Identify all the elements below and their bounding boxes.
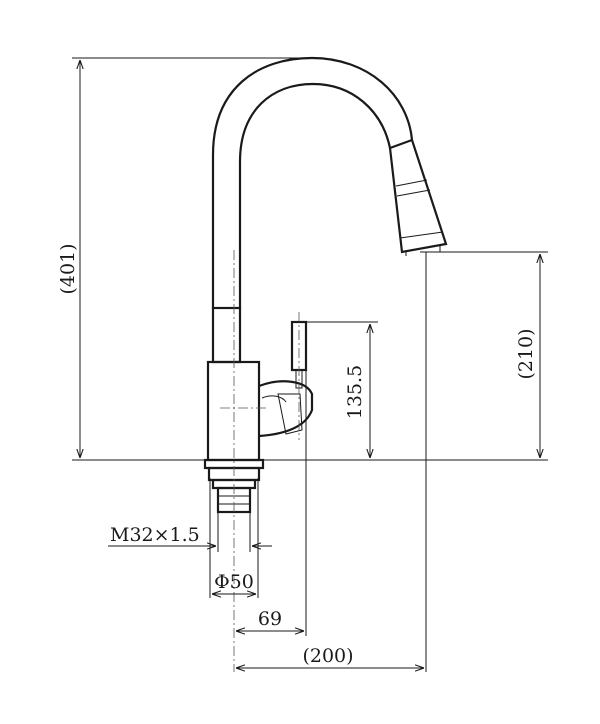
spray-head bbox=[388, 138, 448, 254]
faucet-neck bbox=[211, 306, 242, 364]
dim-label-thread: M32×1.5 bbox=[110, 524, 200, 546]
dimension-handle-offset: 69 bbox=[236, 608, 304, 631]
dimension-base-diameter: Φ50 bbox=[212, 571, 256, 594]
dim-label-69: 69 bbox=[258, 608, 282, 630]
faucet-body bbox=[206, 360, 261, 462]
dimension-total-height: (401) bbox=[57, 60, 80, 458]
faucet-outline bbox=[203, 56, 448, 514]
dimension-handle-height: 135.5 bbox=[344, 324, 370, 458]
dim-label-135-5: 135.5 bbox=[344, 365, 366, 419]
center-lines bbox=[220, 250, 300, 672]
spray-head-ring-2 bbox=[396, 189, 431, 197]
spout-inner-curve bbox=[238, 82, 392, 308]
handle-cartridge-inner bbox=[261, 395, 287, 403]
dimension-reach: (200) bbox=[236, 645, 424, 668]
dim-label-401: (401) bbox=[57, 243, 79, 294]
handle-cartridge bbox=[258, 380, 314, 438]
dimension-spout-height: (210) bbox=[515, 254, 540, 458]
spray-head-ring-1 bbox=[395, 179, 428, 187]
dim-label-210: (210) bbox=[515, 328, 537, 379]
dimension-thread: M32×1.5 bbox=[108, 524, 272, 546]
handle-cartridge-cap bbox=[277, 393, 303, 435]
dim-label-200: (200) bbox=[302, 645, 353, 667]
spout-outer-curve bbox=[211, 56, 414, 308]
extension-lines bbox=[72, 57, 548, 672]
spray-head-ring-3 bbox=[399, 231, 444, 239]
dim-label-phi50: Φ50 bbox=[214, 571, 254, 593]
